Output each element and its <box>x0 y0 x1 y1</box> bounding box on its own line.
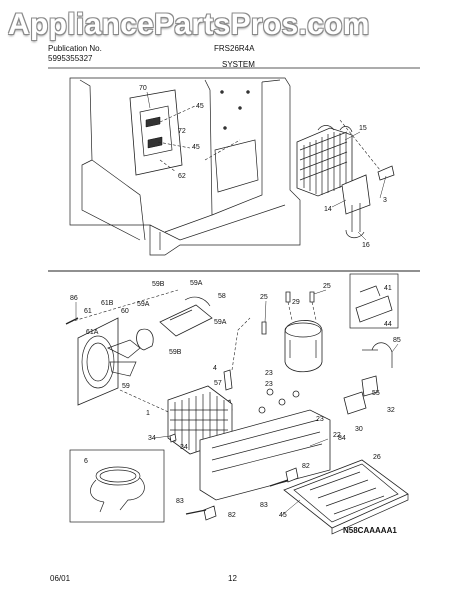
evaporator-cover <box>129 89 196 176</box>
base-plate <box>185 388 331 521</box>
callout-label: 23 <box>265 370 273 377</box>
callout-label: 62 <box>178 173 186 180</box>
condenser-bracket <box>339 119 395 239</box>
callout-label: 44 <box>384 321 392 328</box>
callout-label: 83 <box>176 498 184 505</box>
callout-label: 30 <box>355 426 363 433</box>
condenser-fan-assembly <box>65 289 231 441</box>
harness-detail-box <box>69 449 165 523</box>
page-number: 12 <box>228 574 237 583</box>
callout-label: 15 <box>359 125 367 132</box>
callout-label: 34 <box>148 435 156 442</box>
callout-label: 4 <box>213 365 217 372</box>
callout-label: 72 <box>178 128 186 135</box>
callout-label: 82 <box>302 463 310 470</box>
tubing-assembly <box>343 342 393 415</box>
callout-label: 58 <box>218 293 226 300</box>
watermark-logo: AppliancePartsPros.com <box>8 8 370 41</box>
callout-label: 25 <box>260 294 268 301</box>
publication-number: 5995355327 <box>48 54 93 63</box>
callout-label: 45 <box>279 512 287 519</box>
filter-drier <box>223 317 251 413</box>
callout-label: 59A <box>137 301 150 308</box>
callout-label: 6 <box>84 458 88 465</box>
callout-label: 59A <box>214 319 227 326</box>
callout-label: 55 <box>372 390 380 397</box>
callout-label: 45 <box>192 144 200 151</box>
callout-label: 23 <box>316 416 324 423</box>
callout-label: 22 <box>333 432 341 439</box>
callout-label: 26 <box>373 454 381 461</box>
callout-label: 25 <box>323 283 331 290</box>
callout-label: 16 <box>362 242 370 249</box>
callout-label: 70 <box>139 85 147 92</box>
condenser-coil <box>296 125 353 197</box>
leader-lines <box>75 91 399 516</box>
callout-label: 60 <box>121 308 129 315</box>
callout-label: 59 <box>122 383 130 390</box>
relay-detail-box <box>349 273 399 329</box>
callout-label: 41 <box>384 285 392 292</box>
callout-label: 29 <box>292 299 300 306</box>
callout-label: 3 <box>383 197 387 204</box>
callout-label: 59B <box>169 349 182 356</box>
callout-label: 59B <box>152 281 165 288</box>
callout-label: 85 <box>393 337 401 344</box>
callout-label: 23 <box>265 381 273 388</box>
callout-label: 61B <box>101 300 114 307</box>
callout-label: 61A <box>86 329 99 336</box>
callout-label: 1 <box>146 410 150 417</box>
callout-label: 86 <box>70 295 78 302</box>
footer-date: 06/01 <box>50 574 71 583</box>
publication-label: Publication No. <box>48 44 102 53</box>
diagram-code: N58CAAAAA1 <box>343 526 397 535</box>
section-title: SYSTEM <box>222 60 255 69</box>
callout-labels: 70 45 72 45 62 15 14 3 16 86 61B 61 60 6… <box>70 85 401 519</box>
compressor <box>261 291 323 373</box>
callout-label: 32 <box>387 407 395 414</box>
callout-label: 61 <box>84 308 92 315</box>
drain-pan <box>283 459 409 535</box>
cabinet-drawing <box>69 77 301 256</box>
callout-label: 34 <box>180 444 188 451</box>
callout-label: 45 <box>196 103 204 110</box>
callout-label: 57 <box>214 380 222 387</box>
callout-label: 83 <box>260 502 268 509</box>
callout-label: 59A <box>190 280 203 287</box>
callout-label: 84 <box>338 435 346 442</box>
callout-label: 14 <box>324 206 332 213</box>
model-number: FRS26R4A <box>214 44 255 53</box>
callout-label: 82 <box>228 512 236 519</box>
